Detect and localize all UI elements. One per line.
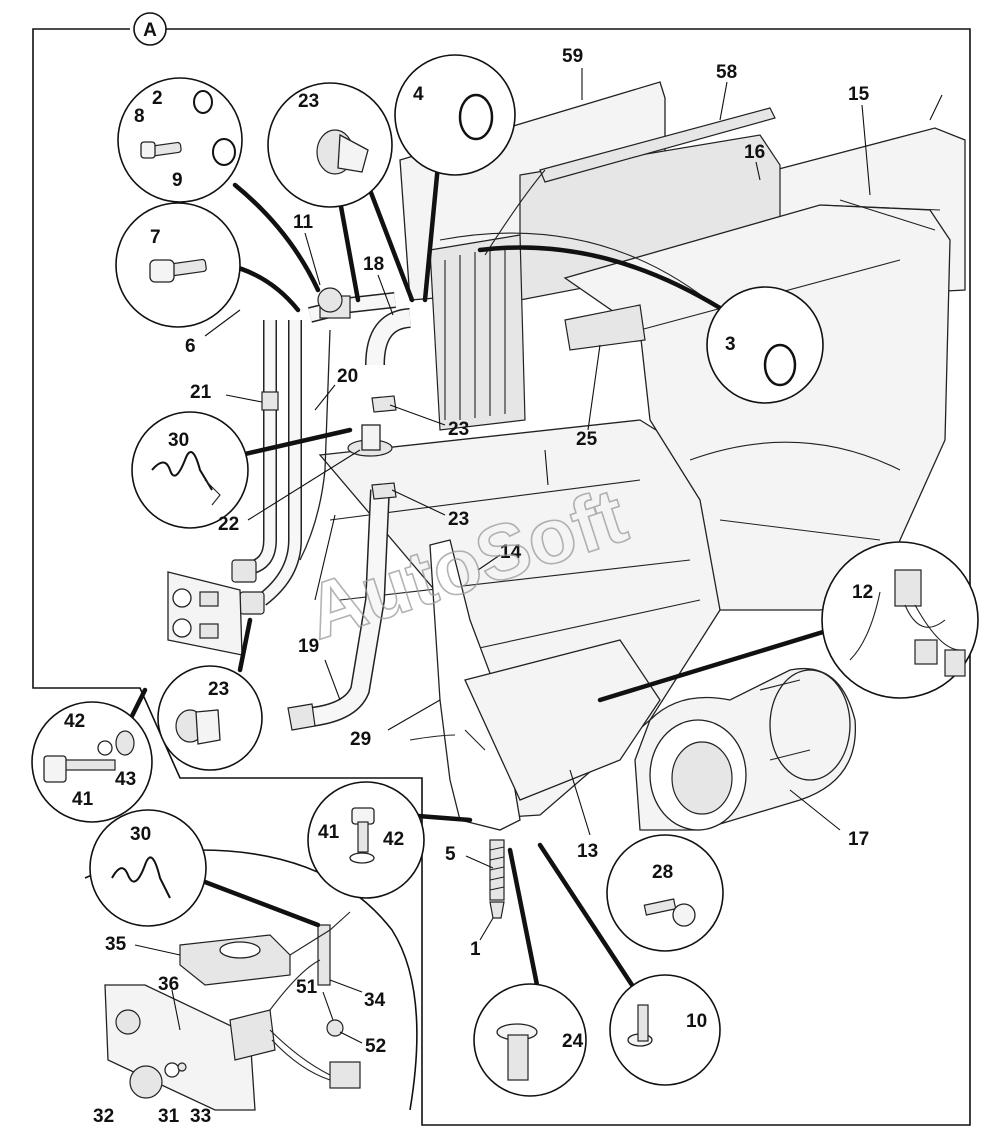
callout-42-bottom: 42: [383, 829, 404, 850]
detail-circle-30-top: [131, 411, 249, 529]
callout-28: 28: [652, 862, 673, 883]
switch-35: [179, 934, 291, 986]
callout-22: 22: [218, 514, 239, 535]
callout-43: 43: [115, 769, 136, 790]
callout-16: 16: [744, 142, 765, 163]
heater-housing: [318, 81, 966, 831]
callout-23-top: 23: [298, 91, 319, 112]
leader-lines: [117, 162, 826, 993]
callout-41-left: 41: [72, 789, 94, 810]
detail-circle-12: [821, 541, 979, 699]
knob-32: [129, 1065, 163, 1099]
callout-15: 15: [848, 84, 870, 105]
callout-20: 20: [337, 366, 358, 387]
callout-5: 5: [445, 844, 456, 865]
callout-56: 59: [562, 46, 583, 67]
callout-29: 29: [350, 729, 371, 750]
detail-circle-23-left: [157, 665, 263, 771]
section-label: A: [143, 20, 157, 41]
callout-23-left: 23: [208, 679, 229, 700]
rail-55: [539, 107, 776, 183]
callout-3: 3: [725, 334, 736, 355]
callout-25: 25: [576, 429, 598, 450]
detail-circle-23-top: [267, 82, 393, 208]
callout-23-lower: 23: [448, 509, 469, 530]
callout-42-left: 42: [64, 711, 85, 732]
detail-circle-28: [606, 834, 724, 952]
callout-19: 19: [298, 636, 319, 657]
detail-circle-41-42-43: [31, 701, 153, 823]
callout-32: 32: [93, 1106, 114, 1127]
callout-1: 1: [470, 939, 481, 960]
callout-35: 35: [105, 934, 127, 955]
callout-51: 51: [296, 977, 318, 998]
callout-55: 58: [716, 62, 737, 83]
detail-circle-10: [609, 974, 721, 1086]
bulkhead-plate: [167, 571, 243, 656]
detail-circle-4: [394, 54, 516, 176]
callout-34: 34: [364, 990, 386, 1011]
detail-circle-30-bottom: [89, 809, 207, 927]
control-panel-assembly: [104, 911, 361, 1111]
callout-33: 33: [190, 1106, 211, 1127]
callout-31: 31: [158, 1106, 180, 1127]
callout-18: 18: [363, 254, 384, 275]
callout-14: 14: [500, 542, 522, 563]
drain-hose-5: [489, 839, 505, 919]
callout-7: 7: [150, 227, 161, 248]
outer-frame: [32, 28, 971, 1126]
callout-24: 24: [562, 1031, 584, 1052]
detail-circle-2-8-9: [117, 77, 243, 203]
callout-6: 6: [185, 336, 196, 357]
callout-labels: 59 58 15 16 2 8 9 23 4 7 11 18 6 3 21 20…: [64, 46, 873, 1127]
callout-12: 12: [852, 582, 873, 603]
heater-core: [429, 234, 526, 431]
callout-2: 2: [152, 88, 163, 109]
callout-11: 11: [293, 212, 314, 233]
callout-30-bottom: 30: [130, 824, 151, 845]
pointer-lines: [134, 68, 943, 1044]
callout-21: 21: [190, 382, 212, 403]
detail-circle-7: [115, 202, 241, 328]
callout-4: 4: [413, 84, 424, 105]
callout-52: 52: [365, 1036, 386, 1057]
detail-circle-41-42-bottom: [307, 781, 425, 899]
pipes-and-hoses: [231, 169, 721, 751]
detail-circle-24: [473, 983, 587, 1097]
callout-30-top: 30: [168, 430, 189, 451]
callout-8: 8: [134, 106, 145, 127]
callout-13: 13: [577, 841, 598, 862]
callout-10: 10: [686, 1011, 707, 1032]
section-marker: A: [133, 12, 167, 46]
callout-23-mid: 23: [448, 419, 469, 440]
callout-17: 17: [848, 829, 869, 850]
callout-41-bottom: 41: [318, 822, 340, 843]
callout-36: 36: [158, 974, 179, 995]
blower-motor-17: [634, 668, 857, 831]
detail-circle-3: [706, 286, 824, 404]
bracket-34: [317, 924, 331, 986]
control-panel-36: [104, 984, 256, 1111]
callout-9: 9: [172, 170, 183, 191]
